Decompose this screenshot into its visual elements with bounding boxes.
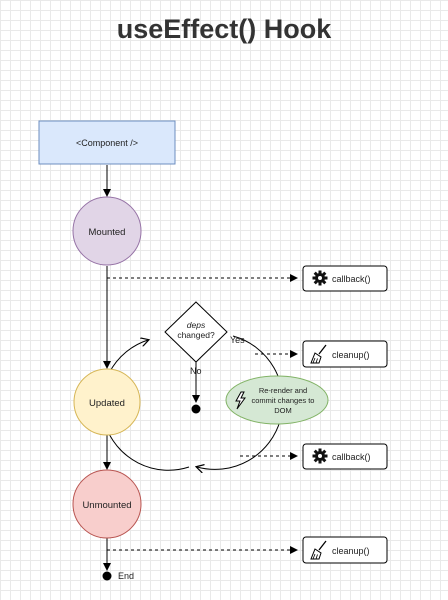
gear-icon [312,448,328,464]
decision-label-line2: changed? [177,330,215,340]
no-branch-terminal [191,404,201,414]
no-label: No [190,366,202,376]
callback-label-1: callback() [332,274,371,284]
yes-label: Yes [230,335,245,345]
decision-label-line1: deps [187,320,206,330]
diagram-title: useEffect() Hook [116,14,332,44]
end-terminal [102,571,112,581]
end-label: End [118,571,134,581]
rerender-label-line2: commit changes to [252,396,315,405]
lightning-icon [235,391,246,410]
rerender-label-line1: Re-render and [259,386,307,395]
rerender-node [225,375,329,425]
cleanup-label-2: cleanup() [332,546,370,556]
deps-changed-decision [164,301,228,363]
broom-icon [310,540,327,560]
component-node [38,120,176,165]
broom-icon [310,344,327,364]
mounted-label: Mounted [89,227,126,238]
updated-label: Updated [89,398,125,409]
callback-label-2: callback() [332,452,371,462]
gear-icon [312,270,328,286]
mounted-node [72,196,142,266]
unmounted-node [72,469,142,539]
unmounted-label: Unmounted [82,500,131,511]
rerender-label-line3: DOM [274,406,292,415]
updated-node [73,368,141,436]
component-label: <Component /> [76,138,138,148]
cleanup-label-1: cleanup() [332,350,370,360]
